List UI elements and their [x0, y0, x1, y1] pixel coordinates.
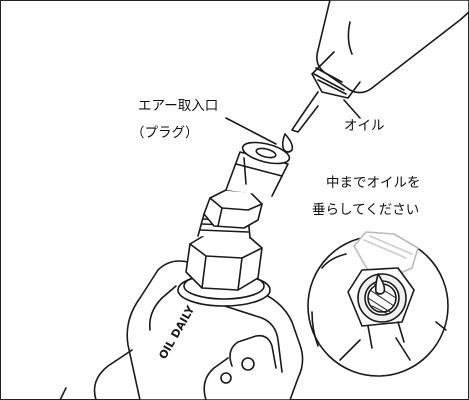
leader-oil: [343, 99, 361, 119]
plug-label: （プラグ）: [131, 125, 199, 141]
instruction-line-2: 垂らしてください: [312, 202, 420, 218]
leader-air-intake: [225, 117, 277, 145]
air-intake-label: エアー取入口: [138, 98, 219, 114]
oil-drop: [281, 133, 294, 153]
magnified-detail: [307, 231, 449, 377]
oil-bottle: [291, 0, 469, 133]
air-plug-assembly: [177, 141, 291, 307]
oil-label: オイル: [344, 118, 385, 134]
instruction-line-1: 中までオイルを: [326, 175, 421, 191]
